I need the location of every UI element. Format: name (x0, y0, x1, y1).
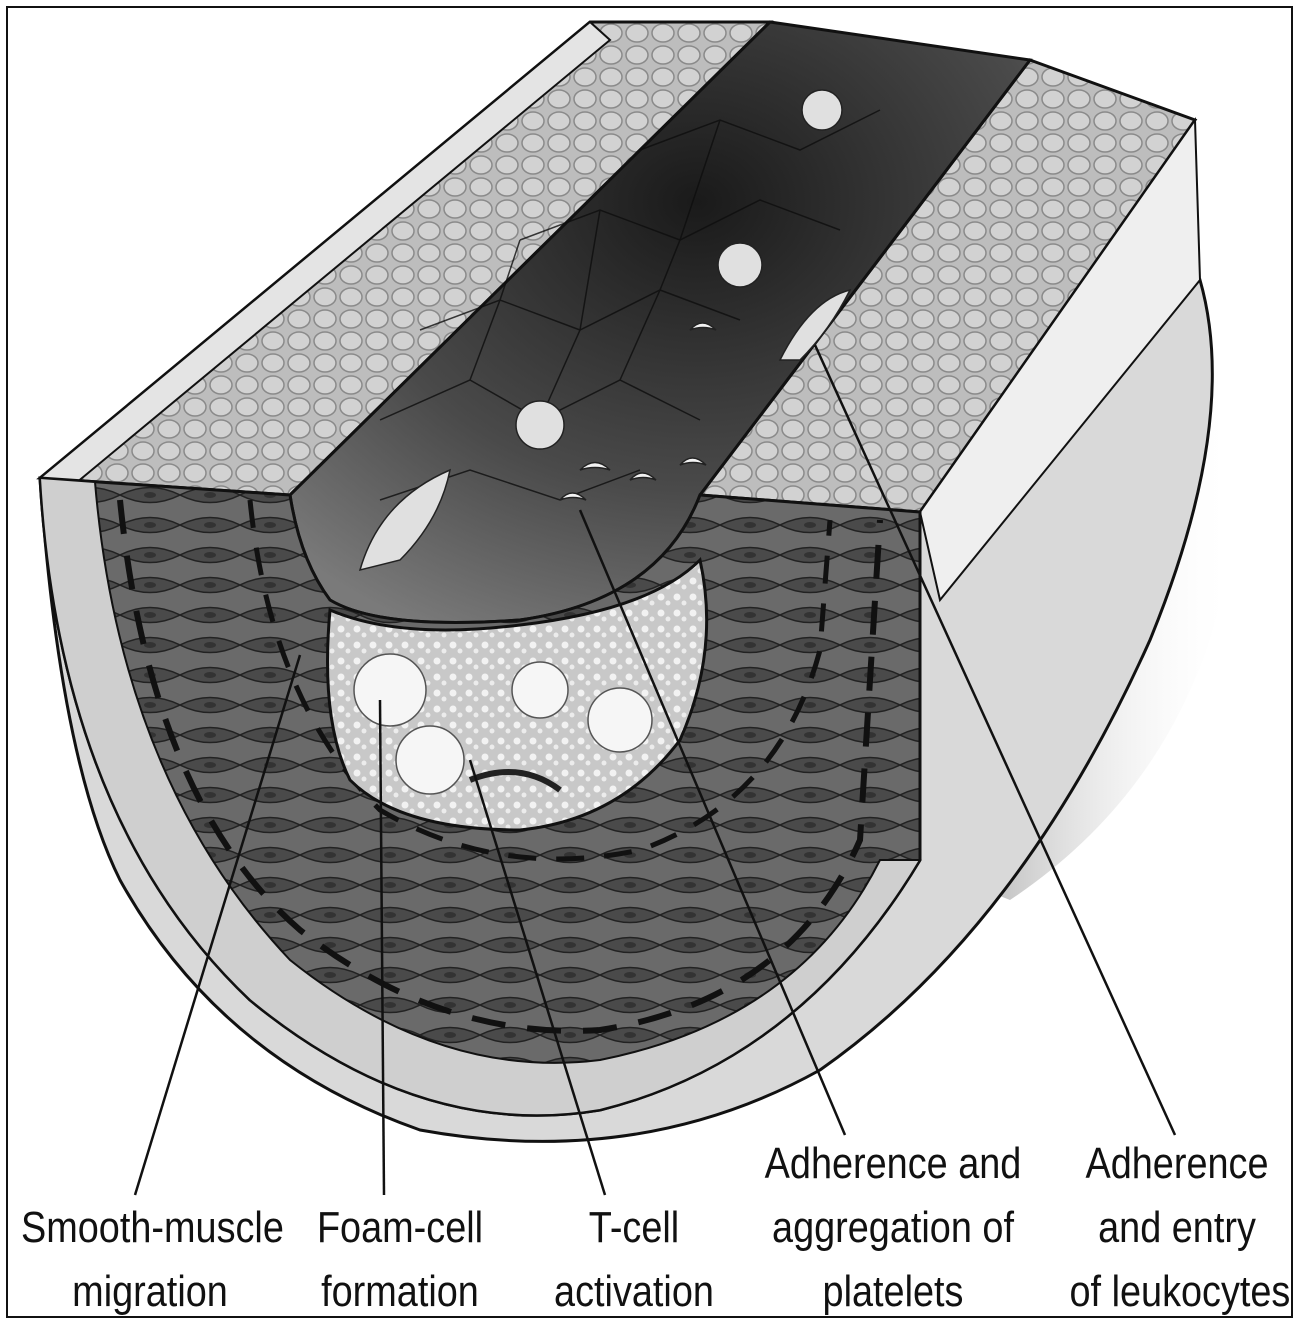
label-line: Adherence and (761, 1132, 1024, 1196)
label-platelet-aggregation: Adherence and aggregation of platelets (761, 1132, 1024, 1324)
label-line: and entry (1070, 1196, 1285, 1260)
label-line: Foam-cell (314, 1196, 486, 1260)
label-foam-cell-formation: Foam-cell formation (314, 1196, 486, 1324)
label-line: aggregation of (761, 1196, 1024, 1260)
label-t-cell-activation: T-cell activation (550, 1196, 719, 1324)
label-line: of leukocytes (1070, 1260, 1285, 1324)
label-line: T-cell (550, 1196, 719, 1260)
label-line: formation (314, 1260, 486, 1324)
label-line: migration (21, 1260, 279, 1324)
label-line: Smooth-muscle (21, 1196, 279, 1260)
label-line: activation (550, 1260, 719, 1324)
label-line: Adherence (1070, 1132, 1285, 1196)
label-smooth-muscle-migration: Smooth-muscle migration (21, 1196, 279, 1324)
label-leukocyte-entry: Adherence and entry of leukocytes (1070, 1132, 1285, 1324)
label-line: platelets (761, 1260, 1024, 1324)
